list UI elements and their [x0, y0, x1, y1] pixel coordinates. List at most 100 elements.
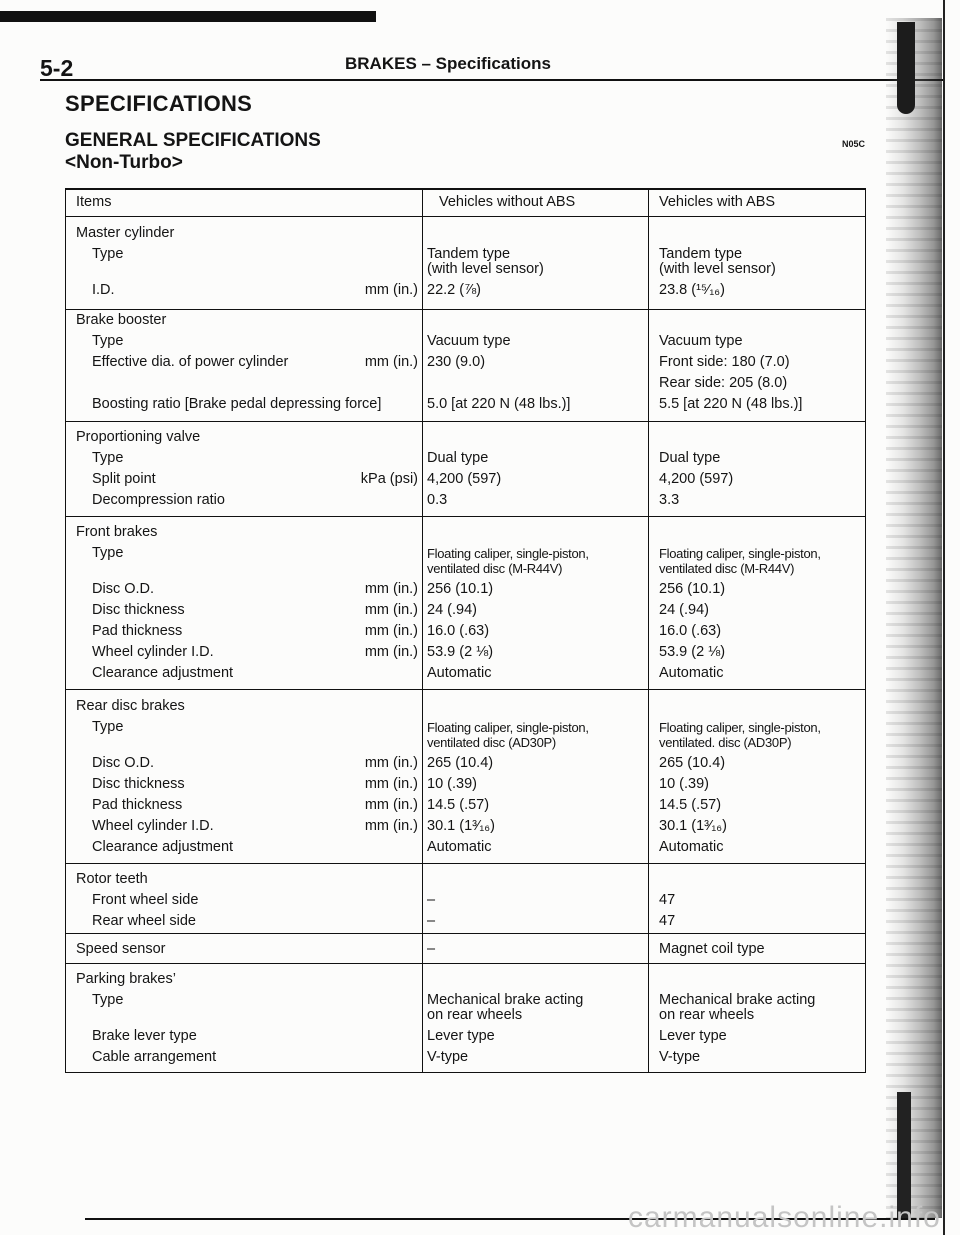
value-without-abs	[422, 969, 648, 990]
value-with-abs: 47	[648, 890, 864, 911]
spec-item-label: Split point	[92, 471, 156, 487]
binding-shadow	[886, 18, 942, 1218]
spec-item-label: Type	[92, 333, 124, 349]
spec-row: Wheel cylinder I.D.mm (in.)53.9 (2 ⅛)53.…	[66, 642, 865, 663]
spec-row: Front wheel side – 47	[66, 890, 865, 911]
spec-group-title: Speed sensor	[76, 941, 166, 957]
footer-rule	[85, 1218, 935, 1220]
value-line: Dual type	[427, 450, 489, 466]
value-line: Tandem type	[427, 246, 511, 262]
table-header-with-abs: Vehicles with ABS	[659, 194, 776, 210]
spec-item-label: Decompression ratio	[92, 492, 225, 508]
value-without-abs: –	[422, 911, 648, 932]
spec-item-label: Front wheel side	[92, 892, 199, 908]
value-with-abs: 30.1 (1³⁄₁₆)	[648, 816, 864, 837]
spec-item-label: Effective dia. of power cylinder	[92, 354, 289, 370]
spec-group-title-row: Proportioning valve	[66, 427, 865, 448]
value-without-abs: Lever type	[422, 1026, 648, 1047]
spec-group: Speed sensor–Magnet coil type	[66, 934, 865, 964]
spec-group-title-cell: Master cylinder	[66, 223, 422, 244]
value-line: ventilated. disc (AD30P)	[659, 735, 792, 750]
value-line: 5.5 [at 220 N (48 lbs.)]	[659, 396, 803, 412]
value-line: Floating caliper, single-piston,	[427, 720, 589, 735]
value-line: 24 (.94)	[659, 602, 709, 618]
value-with-abs: 23.8 (¹⁵⁄₁₆)	[648, 280, 864, 301]
table-header-row: Items Vehicles without ABS Vehicles with…	[66, 190, 865, 217]
spec-item-cell: Type	[66, 331, 422, 352]
spec-item-cell: Wheel cylinder I.D.mm (in.)	[66, 816, 422, 837]
spec-group-title: Brake booster	[76, 312, 167, 328]
value-line: Automatic	[427, 665, 492, 681]
value-with-abs: 47	[648, 911, 864, 932]
value-line: –	[427, 892, 436, 908]
value-with-abs: Lever type	[648, 1026, 864, 1047]
value-line: Floating caliper, single-piston,	[659, 546, 821, 561]
spec-item-unit: mm (in.)	[364, 797, 418, 813]
value-line: 10 (.39)	[659, 776, 709, 792]
top-scan-bar	[0, 11, 376, 22]
value-line: (with level sensor)	[427, 261, 544, 277]
section-subheading: GENERAL SPECIFICATIONS	[65, 130, 321, 151]
value-with-abs: 14.5 (.57)	[648, 795, 864, 816]
spec-item-cell: Type	[66, 448, 422, 469]
section-title: BRAKES – Specifications	[345, 54, 551, 73]
value-line: 10 (.39)	[427, 776, 477, 792]
value-line: 4,200 (597)	[427, 471, 502, 487]
value-line: Automatic	[659, 665, 724, 681]
spec-group-title: Master cylinder	[76, 225, 175, 241]
value-with-abs	[648, 696, 864, 717]
spec-item-label: Clearance adjustment	[92, 839, 234, 855]
value-without-abs: V-type	[422, 1047, 648, 1068]
spec-item-label: Type	[92, 450, 124, 466]
value-with-abs: 10 (.39)	[648, 774, 864, 795]
spec-item-label: Pad thickness	[92, 623, 183, 639]
spec-row: Wheel cylinder I.D.mm (in.)30.1 (1³⁄₁₆)3…	[66, 816, 865, 837]
spec-item-cell: Rear wheel side	[66, 911, 422, 932]
spec-group-title: Proportioning valve	[76, 429, 201, 445]
binding-shadow-top	[897, 22, 915, 114]
value-with-abs	[648, 223, 864, 244]
value-line: V-type	[659, 1049, 701, 1065]
value-with-abs	[648, 427, 864, 448]
value-with-abs: Front side: 180 (7.0)	[648, 352, 864, 373]
value-line: Vacuum type	[659, 333, 743, 349]
spec-item-label: Boosting ratio [Brake pedal depressing f…	[92, 396, 382, 412]
value-line: 47	[659, 913, 676, 929]
spec-group-title-cell: Speed sensor	[66, 939, 422, 960]
spec-group-title: Parking brakes’	[76, 971, 176, 987]
value-line: 23.8 (¹⁵⁄₁₆)	[659, 282, 725, 298]
spec-item-cell: Type	[66, 990, 422, 1026]
spec-group-title-row: Rotor teeth	[66, 869, 865, 890]
spec-item-cell: Disc O.D.mm (in.)	[66, 753, 422, 774]
spec-row: Type Dual type Dual type	[66, 448, 865, 469]
header-rule	[40, 79, 944, 81]
spec-item-cell: Cable arrangement	[66, 1047, 422, 1068]
value-line: Front side: 180 (7.0)	[659, 354, 790, 370]
spec-item-cell: Type	[66, 244, 422, 280]
spec-item-label: Disc thickness	[92, 776, 185, 792]
value-without-abs: 14.5 (.57)	[422, 795, 648, 816]
value-without-abs: 265 (10.4)	[422, 753, 648, 774]
value-without-abs: –	[422, 890, 648, 911]
spec-item-cell: Clearance adjustment	[66, 837, 422, 858]
value-with-abs: Dual type	[648, 448, 864, 469]
spec-item-cell: Decompression ratio	[66, 490, 422, 511]
value-with-abs	[648, 869, 864, 890]
value-without-abs	[422, 869, 648, 890]
spec-item-label: Disc thickness	[92, 602, 185, 618]
value-line: on rear wheels	[427, 1007, 523, 1023]
